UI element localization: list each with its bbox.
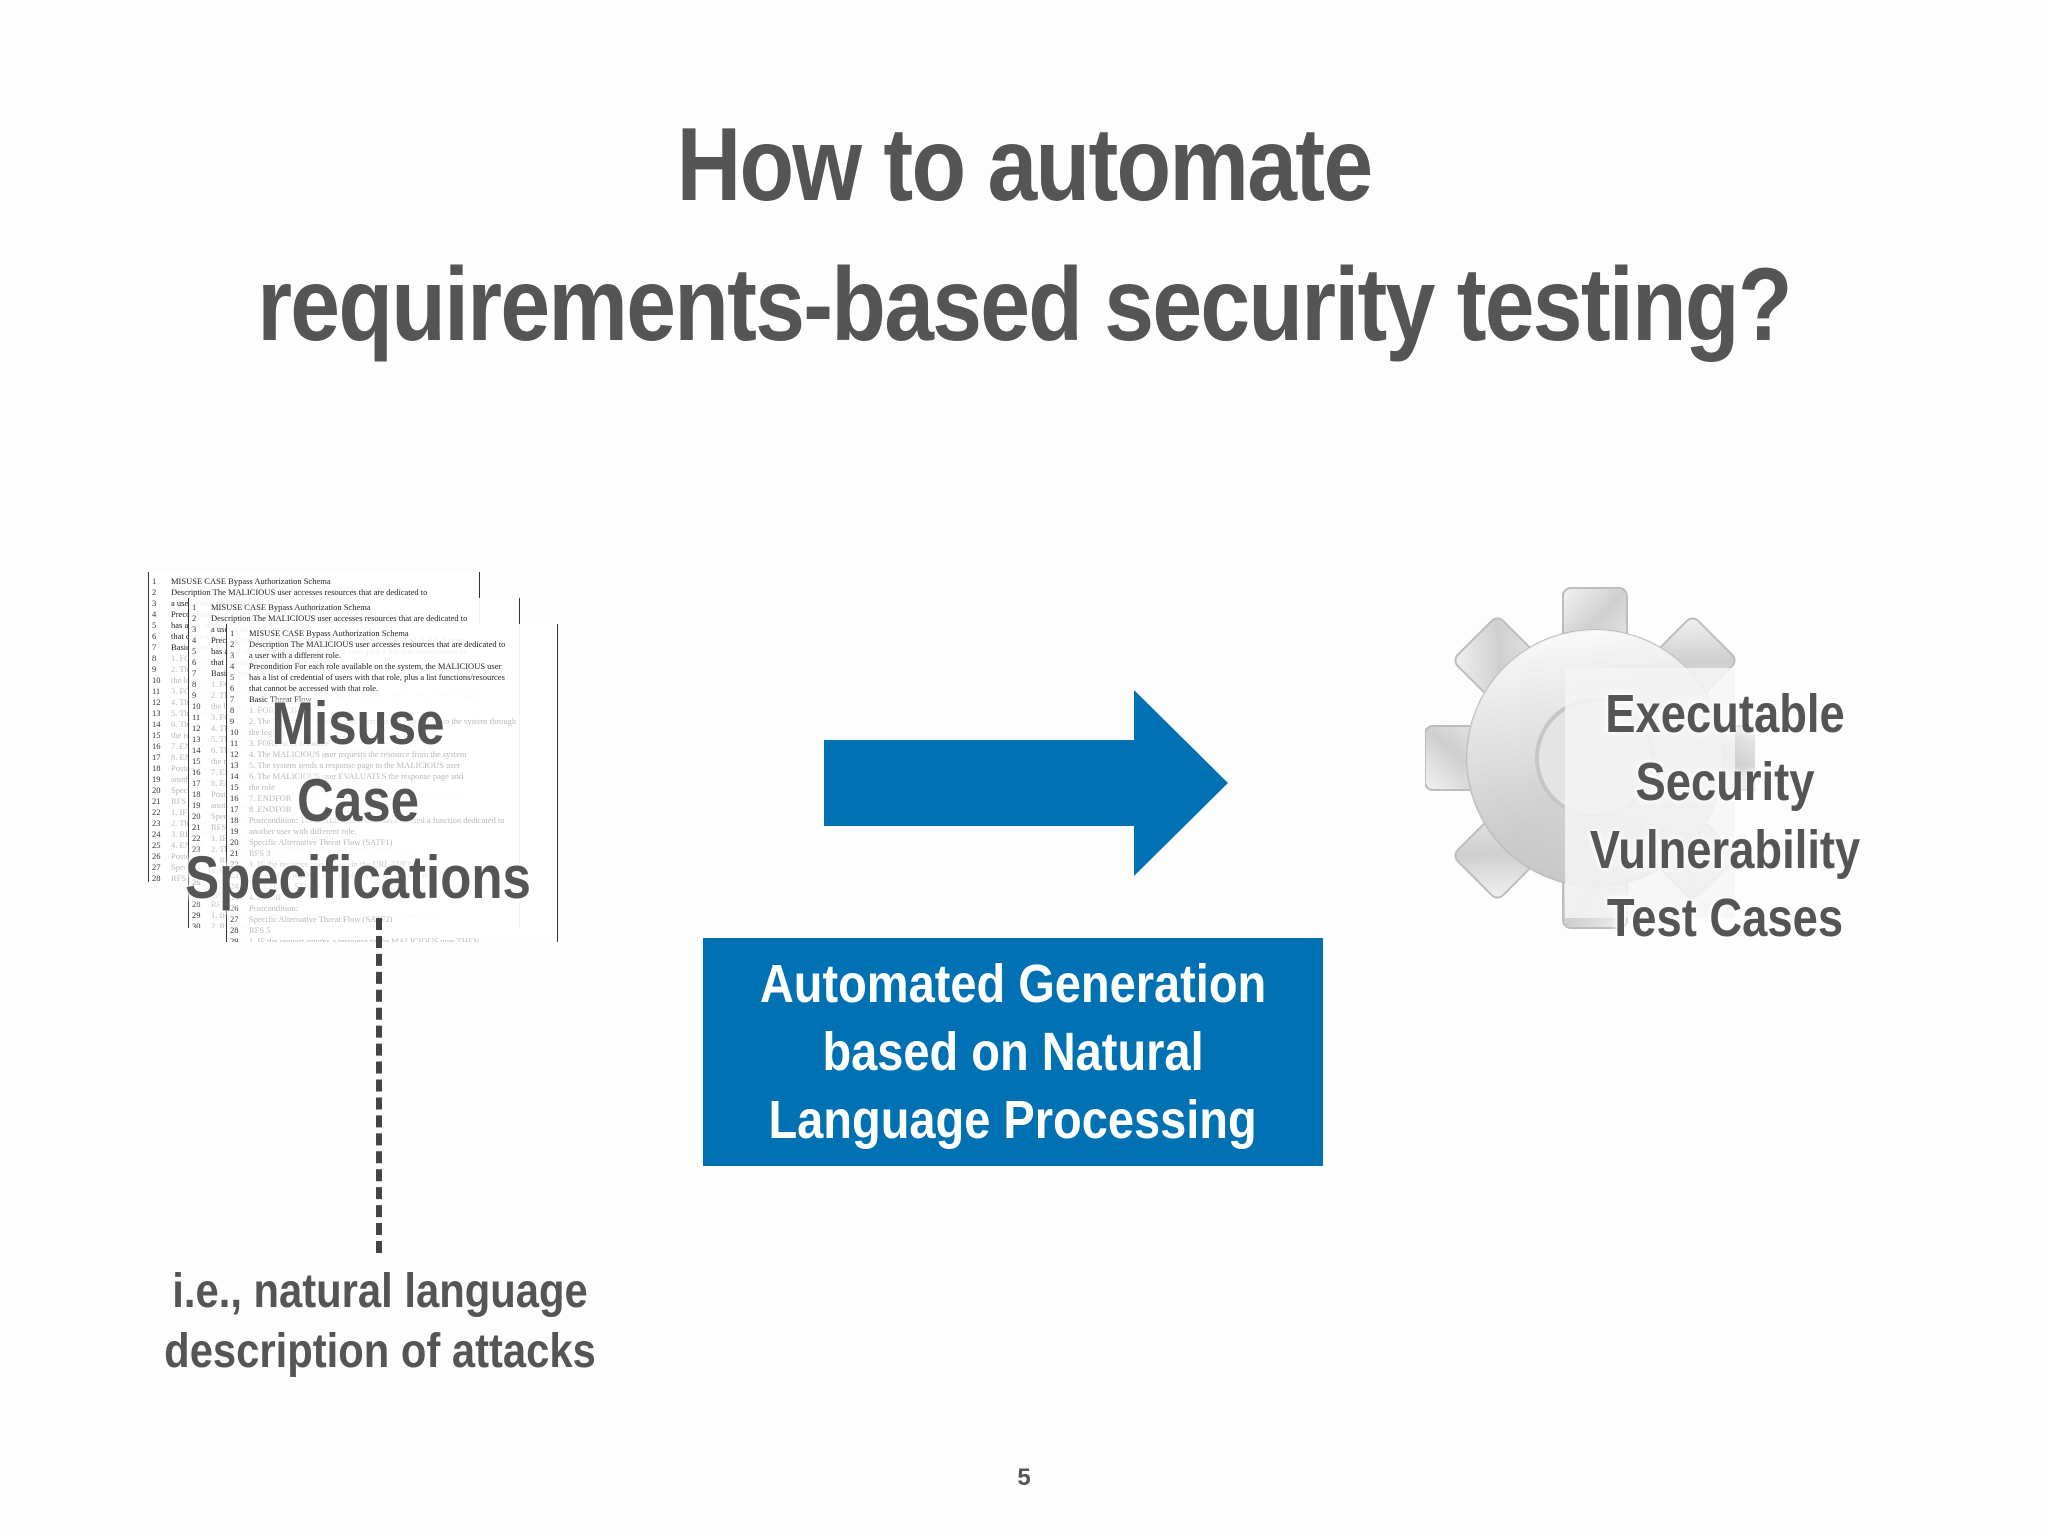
right-arrow-shape <box>824 690 1228 876</box>
document-text-line: MISUSE CASE Bypass Authorization Schema <box>171 576 331 586</box>
document-stack-icon: 1 2 3 4 5 6 7 8 9 10 11 12 13 14 15 16 1… <box>148 572 558 942</box>
document-line-numbers: 1 2 3 4 5 6 7 8 9 10 11 12 13 14 15 16 1… <box>230 628 239 942</box>
document-text-line: Specific Alternative Threat Flow (SATF2) <box>249 914 393 924</box>
process-box-line-1: Automated Generation <box>759 954 1267 1014</box>
document-text-line: that cannot be accessed with that role. <box>249 683 379 693</box>
process-box-line-2: based on Natural <box>822 1022 1204 1082</box>
document-text-line: 1. IF the request returns a response to … <box>249 936 480 942</box>
document-text-line: Postcondition: <box>249 903 299 913</box>
document-text-line: RFS 3 <box>249 848 271 858</box>
document-text-line: Description The MALICIOUS user accesses … <box>211 613 468 623</box>
slide-title-line-1: How to automate <box>676 107 1373 223</box>
document-text-line: 4. ENDIF <box>171 840 205 850</box>
document-text-line: RFS 5 <box>249 925 271 935</box>
document-text-line: 6. The MALICIOUS user EVALUATES the resp… <box>249 771 464 781</box>
document-text-line: the role <box>249 782 275 792</box>
document-text-line: Postcondition: The MALICIOUS user has ex… <box>249 815 505 825</box>
document-text-line: 1. FOREACH role <box>249 705 313 715</box>
document-text-line: RFS 3 <box>171 796 193 806</box>
result-line-3: Vulnerability <box>1589 820 1861 880</box>
document-text-line: RFS 5 <box>171 873 193 882</box>
dashed-connector <box>376 918 382 1253</box>
document-text-line: a user with a different role. <box>249 650 341 660</box>
document-line-numbers: 1 2 3 4 5 6 7 8 9 10 11 12 13 14 15 16 1… <box>192 602 201 928</box>
attack-description-note: i.e., natural language description of at… <box>145 1262 615 1382</box>
document-text-line: Basic Threat Flow <box>249 694 312 704</box>
result-line-2: Security <box>1635 752 1815 812</box>
gear-icon <box>1425 587 1755 929</box>
document-text-line: 3. RESUME STEP 5 <box>249 881 321 891</box>
document-text-line: MISUSE CASE Bypass Authorization Schema <box>211 602 371 612</box>
document-text-line: 8. ENDFOR <box>249 804 292 814</box>
document-text-line: the role <box>171 730 197 740</box>
document-page-front: 1 2 3 4 5 6 7 8 9 10 11 12 13 14 15 16 1… <box>226 624 558 942</box>
document-text-line: the login page <box>249 727 298 737</box>
note-line-1: i.e., natural language <box>172 1265 588 1318</box>
document-text-line: 2. The MALICIOUS user modifies the resou… <box>249 870 454 880</box>
process-box-line-3: Language Processing <box>768 1090 1258 1150</box>
document-text-line: 4. ENDIF <box>249 892 283 902</box>
result-line-4: Test Cases <box>1606 888 1844 948</box>
document-text-line: 1. IF the resource is available in the U… <box>249 859 414 869</box>
document-text-line: 4. The MALICIOUS user requests the resou… <box>249 749 467 759</box>
slide-title-line-2: requirements-based security testing? <box>257 247 1792 363</box>
misuse-case-label: Misuse Case Specifications <box>180 685 537 916</box>
misuse-case-label-line-1: Misuse <box>271 690 445 757</box>
document-text-line: 5. The system sends a response page to t… <box>249 760 461 770</box>
test-cases-label: Executable Security Vulnerability Test C… <box>1553 680 1897 952</box>
document-line-numbers: 1 2 3 4 5 6 7 8 9 10 11 12 13 14 15 16 1… <box>152 576 161 882</box>
document-text-line: RFS 3 <box>211 822 233 832</box>
document-text-line: the role <box>211 756 237 766</box>
slide-title: How to automate requirements-based secur… <box>143 95 1904 375</box>
document-text-line: 2. The MALICIOUS user sends username and… <box>249 716 517 726</box>
document-text-line: has a list of credential of users with t… <box>249 672 505 682</box>
document-text-line: Specific Alternative Threat Flow (SATF1) <box>249 837 393 847</box>
document-text-line: Precondition For each role available on … <box>249 661 502 671</box>
document-text-line: another user with different role. <box>249 826 357 836</box>
misuse-case-label-line-3: Specifications <box>185 844 531 911</box>
gear-document-overlay <box>1565 668 1735 918</box>
misuse-case-label-line-2: Case <box>297 767 419 834</box>
page-number: 5 <box>1017 1464 1031 1491</box>
document-text-line: 7. ENDFOR <box>249 793 292 803</box>
result-line-1: Executable <box>1605 684 1845 744</box>
document-text-line: MISUSE CASE Bypass Authorization Schema <box>249 628 409 638</box>
automated-generation-box: Automated Generation based on Natural La… <box>703 938 1323 1166</box>
document-text-line: 3. FOREACH resource <box>249 738 329 748</box>
right-arrow-icon <box>824 690 1228 876</box>
note-line-2: description of attacks <box>164 1325 596 1378</box>
document-text-line: Description The MALICIOUS user accesses … <box>249 639 506 649</box>
document-text-line: RFS 5 <box>211 899 233 909</box>
document-text-line: Description The MALICIOUS user accesses … <box>171 587 428 597</box>
